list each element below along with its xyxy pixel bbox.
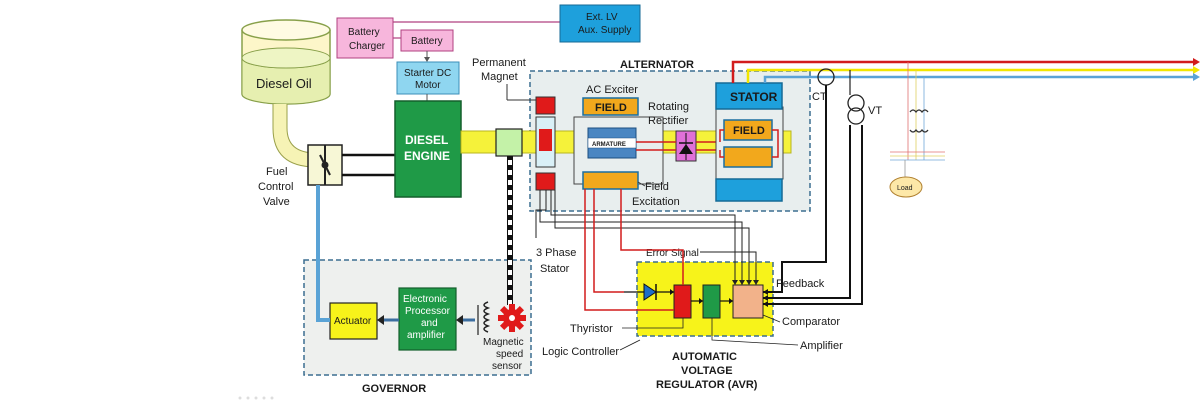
comparator-label: Comparator <box>782 316 840 328</box>
svg-text:amplifier: amplifier <box>407 330 445 341</box>
svg-text:Electronic: Electronic <box>403 294 447 305</box>
permanent-magnet-label-1: Permanent <box>472 57 526 69</box>
voltage-transformer-1 <box>847 94 865 112</box>
vt-label: VT <box>868 105 882 117</box>
svg-text:STATOR: STATOR <box>730 90 778 104</box>
load <box>889 176 923 198</box>
permanent-magnet-coupling <box>495 128 523 157</box>
exciter-field-top <box>582 97 639 116</box>
phase-line-yellow <box>746 68 1196 83</box>
pmg-rotor-1 <box>535 96 556 115</box>
fuel-control-valve <box>307 144 343 186</box>
phase-line-blue <box>763 75 1196 83</box>
speed-sensor-label-1: Magnetic <box>483 337 524 348</box>
amplifier-label: Amplifier <box>800 340 843 352</box>
svg-text:DIESEL: DIESEL <box>405 133 448 147</box>
diesel-oil-label: Diesel Oil <box>256 76 312 91</box>
svg-text:Starter DC: Starter DC <box>404 68 451 79</box>
svg-text:Actuator: Actuator <box>334 316 372 327</box>
stator-lower <box>715 178 783 202</box>
pmg-rotor-3 <box>535 172 556 191</box>
slide-progress-dots <box>238 396 274 400</box>
svg-text:Ext. LV: Ext. LV <box>586 12 618 23</box>
logic-controller-block <box>702 284 721 319</box>
svg-text:Processor: Processor <box>405 306 451 317</box>
svg-text:Battery: Battery <box>348 27 380 38</box>
ext-lv-aux-supply: Ext. LV Aux. Supply <box>559 4 641 43</box>
thyristor-block <box>673 284 692 319</box>
exciter-field-bottom <box>582 171 639 190</box>
rotating-rectifier-label-1: Rotating <box>648 101 689 113</box>
avr-title-3: REGULATOR (AVR) <box>656 379 758 391</box>
svg-text:Charger: Charger <box>349 41 386 52</box>
svg-text:Load: Load <box>897 185 913 192</box>
ac-exciter-label: AC Exciter <box>586 84 638 96</box>
alternator-title: ALTERNATOR <box>620 59 694 71</box>
svg-text:ARMATURE: ARMATURE <box>592 142 626 148</box>
actuator: Actuator <box>329 302 378 340</box>
three-phase-stator-label-1: 3 Phase <box>536 247 576 259</box>
error-signal-label: Error Signal <box>646 248 699 259</box>
fuel-control-valve-label-1: Fuel <box>266 166 287 178</box>
avr-title-2: VOLTAGE <box>681 365 733 377</box>
rotating-rectifier <box>675 130 697 162</box>
phase-line-red <box>731 60 1196 83</box>
battery: Battery <box>400 29 454 52</box>
field-excitation-label-2: Excitation <box>632 196 680 208</box>
feedback-label: Feedback <box>776 278 825 290</box>
diesel-engine: DIESEL ENGINE <box>394 100 462 198</box>
governor-title: GOVERNOR <box>362 383 426 395</box>
svg-text:ENGINE: ENGINE <box>404 149 450 163</box>
battery-charger: Battery Charger <box>336 17 394 59</box>
svg-text:FIELD: FIELD <box>733 125 765 137</box>
svg-text:FIELD: FIELD <box>595 102 627 114</box>
thyristor-label: Thyristor <box>570 323 613 335</box>
load-branch: Load <box>889 62 945 198</box>
actuator-valve-link <box>316 185 330 322</box>
starter-dc-motor: Starter DC Motor <box>396 61 460 95</box>
svg-text:Battery: Battery <box>411 36 443 47</box>
rotating-rectifier-label-2: Rectifier <box>648 115 689 127</box>
speed-sensor-label-2: speed <box>496 349 523 360</box>
speed-sensor-label-3: sensor <box>492 361 523 372</box>
svg-text:and: and <box>421 318 438 329</box>
svg-text:Aux. Supply: Aux. Supply <box>578 25 631 36</box>
electronic-processor: Electronic Processor and amplifier <box>398 287 457 351</box>
main-field-bottom <box>723 146 773 168</box>
avr-title-1: AUTOMATIC <box>672 351 737 363</box>
fuel-control-valve-label-2: Control <box>258 181 293 193</box>
svg-text:Motor: Motor <box>415 80 441 91</box>
three-phase-stator-label-2: Stator <box>540 263 570 275</box>
field-excitation-label-1: Field <box>645 181 669 193</box>
stator-housing <box>715 106 784 180</box>
ct-label: CT <box>812 91 827 103</box>
comparator-block <box>732 284 764 319</box>
stator <box>715 82 783 110</box>
logic-controller-label: Logic Controller <box>542 346 619 358</box>
voltage-transformer-2 <box>847 107 865 125</box>
diesel-oil-tank: Diesel Oil <box>241 19 331 105</box>
sensor-coil <box>483 301 491 333</box>
magnetic-speed-sensor <box>498 304 526 332</box>
fuel-control-valve-label-3: Valve <box>263 196 290 208</box>
permanent-magnet-label-2: Magnet <box>481 71 518 83</box>
